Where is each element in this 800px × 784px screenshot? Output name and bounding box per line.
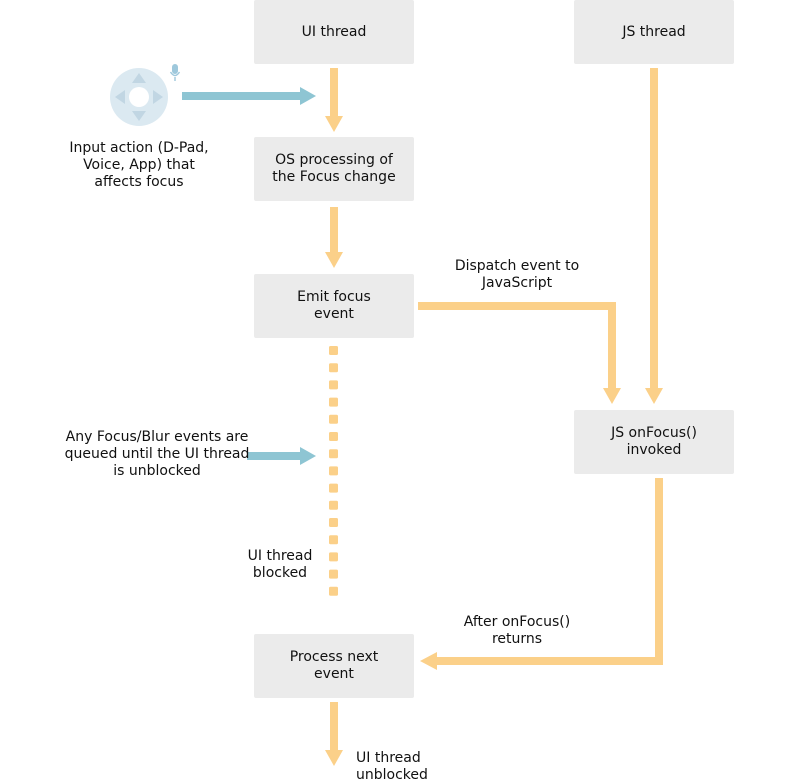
blocked-dot	[329, 500, 338, 510]
emit-focus-box: Emit focus event	[254, 274, 414, 338]
blocked-dot	[329, 397, 338, 407]
blocked-dot	[329, 380, 338, 390]
microphone-icon	[169, 64, 181, 81]
blocked-dot	[329, 569, 338, 579]
ui-unblocked-label: UI thread unblocked	[356, 750, 428, 783]
queued-label: Any Focus/Blur events are queued until t…	[64, 429, 250, 479]
emit-focus-label: Emit focus event	[297, 289, 371, 322]
ui-blocked-label: UI thread blocked	[247, 548, 313, 581]
blocked-dot	[329, 414, 338, 424]
blocked-dot	[329, 432, 338, 441]
input-arrow	[182, 87, 316, 105]
queued-arrow	[247, 447, 316, 465]
os-processing-label: OS processing of the Focus change	[272, 152, 396, 185]
blocked-dot	[329, 535, 338, 545]
blocked-dot	[329, 586, 338, 596]
after-onfocus-label: After onFocus() returns	[463, 614, 571, 647]
input-action-label: Input action (D-Pad, Voice, App) that af…	[69, 140, 209, 190]
dispatch-label: Dispatch event to JavaScript	[454, 258, 580, 291]
blocked-dot	[329, 466, 338, 476]
js-onfocus-box: JS onFocus() invoked	[574, 410, 734, 474]
flow-diagram	[110, 64, 663, 766]
os-processing-box: OS processing of the Focus change	[254, 137, 414, 201]
blocked-dot	[329, 518, 338, 527]
process-next-box: Process next event	[254, 634, 414, 698]
blocked-dot	[329, 552, 338, 562]
return-arrow	[420, 478, 663, 670]
arrow-js-thread-to-onfocus	[645, 68, 663, 404]
blocked-dot	[329, 449, 338, 459]
js-thread-label: JS thread	[622, 23, 686, 40]
blocked-dot	[329, 363, 338, 373]
arrow-ui-to-os	[325, 68, 343, 132]
blocked-dot	[329, 346, 338, 355]
arrow-unblocked	[325, 702, 343, 766]
ui-thread-label: UI thread	[301, 23, 367, 40]
process-next-label: Process next event	[289, 649, 379, 682]
blocked-dot	[329, 483, 338, 493]
ui-thread-blocked-line	[329, 346, 338, 596]
js-onfocus-label: JS onFocus() invoked	[611, 425, 697, 458]
dispatch-arrow	[418, 302, 621, 404]
arrow-os-to-emit	[325, 207, 343, 268]
js-thread-box: JS thread	[574, 0, 734, 64]
dpad-icon	[110, 68, 168, 126]
ui-thread-box: UI thread	[254, 0, 414, 64]
